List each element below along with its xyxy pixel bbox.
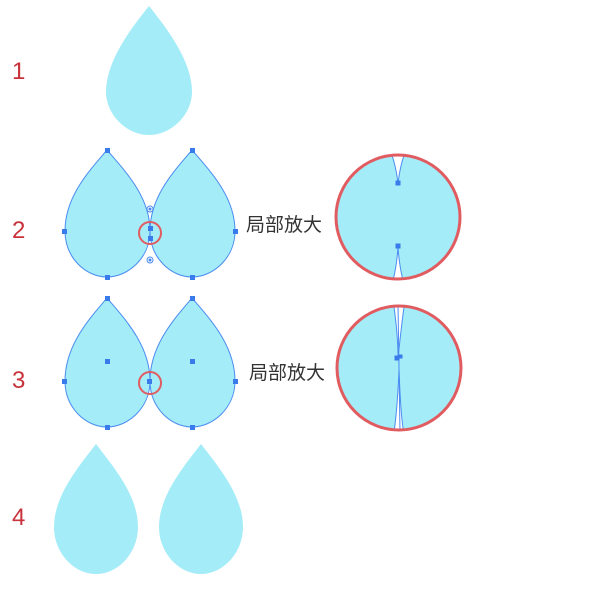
step-number-1: 1: [12, 58, 26, 85]
water-drop-step-4-left: [54, 444, 138, 574]
step-number-3: 3: [12, 367, 26, 394]
step-number-4: 4: [12, 504, 26, 531]
zoom-label-step-3: 局部放大: [249, 362, 326, 384]
water-drop-step-2-right: [149, 149, 236, 278]
step-3-anchor-points: [62, 296, 238, 430]
highlight-ring-step-2: [138, 221, 162, 245]
water-drop-step-1: [106, 6, 192, 135]
water-drop-step-2-left: [64, 149, 151, 278]
water-drop-step-4-right: [159, 444, 243, 574]
highlight-ring-step-3: [138, 371, 162, 395]
step-number-2: 2: [12, 217, 26, 244]
zoom-label-step-2: 局部放大: [246, 214, 323, 236]
step-3-drops: [62, 296, 238, 430]
zoom-circle-step-2: [334, 153, 462, 281]
step-2-anchor-points: [62, 148, 238, 280]
step-2-bezier-handles: [146, 205, 154, 264]
step-2-drops: [62, 148, 238, 280]
zoom-circle-step-3: [335, 304, 463, 432]
